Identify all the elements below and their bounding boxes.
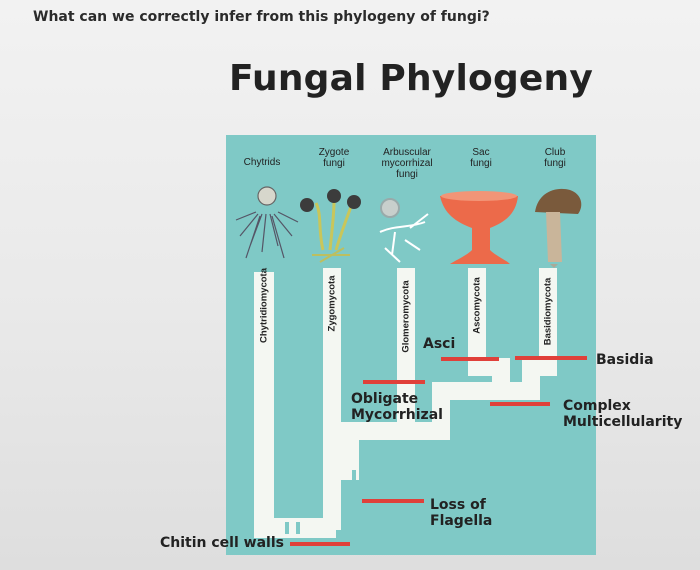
question-text: What can we correctly infer from this ph… [33, 9, 490, 25]
branch-node2 [341, 422, 441, 440]
marker-obligate [363, 380, 425, 384]
marker-basidia [515, 356, 587, 360]
branch-asco-join2 [492, 358, 510, 398]
branch-zygomycota [323, 268, 341, 458]
marker-multicell [490, 402, 550, 406]
clade-label-arbuscular: Arbuscular mycorrhizal fungi [381, 147, 433, 180]
clade-label-sac: Sac fungi [470, 147, 492, 169]
arbuscular-illustration [379, 198, 429, 263]
branch-node1-stem [323, 450, 341, 530]
phylum-ascomycota: Ascomycota [471, 277, 483, 334]
chytrid-illustration [235, 186, 299, 259]
trait-obligate-mycorrhizal: Obligate Mycorrhizal [351, 391, 443, 423]
phylum-chytridiomycota: Chytridiomycota [258, 268, 270, 343]
branch-node3 [432, 382, 540, 400]
club-fungi-illustration [535, 188, 582, 268]
branch-basidio-join2 [522, 358, 540, 398]
trait-loss-of-flagella: Loss of Flagella [430, 497, 493, 529]
sac-fungi-illustration [440, 191, 518, 264]
clade-label-club: Club fungi [544, 147, 566, 169]
trait-complex-multicellularity: Complex Multicellularity [563, 398, 683, 430]
phylum-glomeromycota: Glomeromycota [400, 280, 412, 353]
branch-ascomycota [468, 268, 486, 368]
clade-label-chytrids: Chytrids [243, 157, 281, 168]
trait-asci: Asci [423, 336, 456, 352]
branch-root [254, 518, 336, 538]
marker-flagella [362, 499, 424, 503]
marker-chitin [290, 542, 350, 546]
branch-basidiomycota [539, 268, 557, 368]
trait-chitin-cell-walls: Chitin cell walls [160, 535, 284, 551]
branch-glomeromycota [397, 268, 415, 440]
phylum-zygomycota: Zygomycota [326, 275, 338, 332]
slide-title: Fungal Phylogeny [229, 58, 594, 99]
clade-label-zygote: Zygote fungi [318, 147, 350, 169]
trait-basidia: Basidia [596, 352, 654, 368]
phylum-basidiomycota: Basidiomycota [542, 277, 554, 346]
branch-node3-stem [432, 390, 450, 440]
zygote-illustration [300, 189, 361, 263]
branch-node2-stem [341, 440, 359, 480]
branch-chytrids [254, 272, 274, 538]
marker-asci [441, 357, 499, 361]
